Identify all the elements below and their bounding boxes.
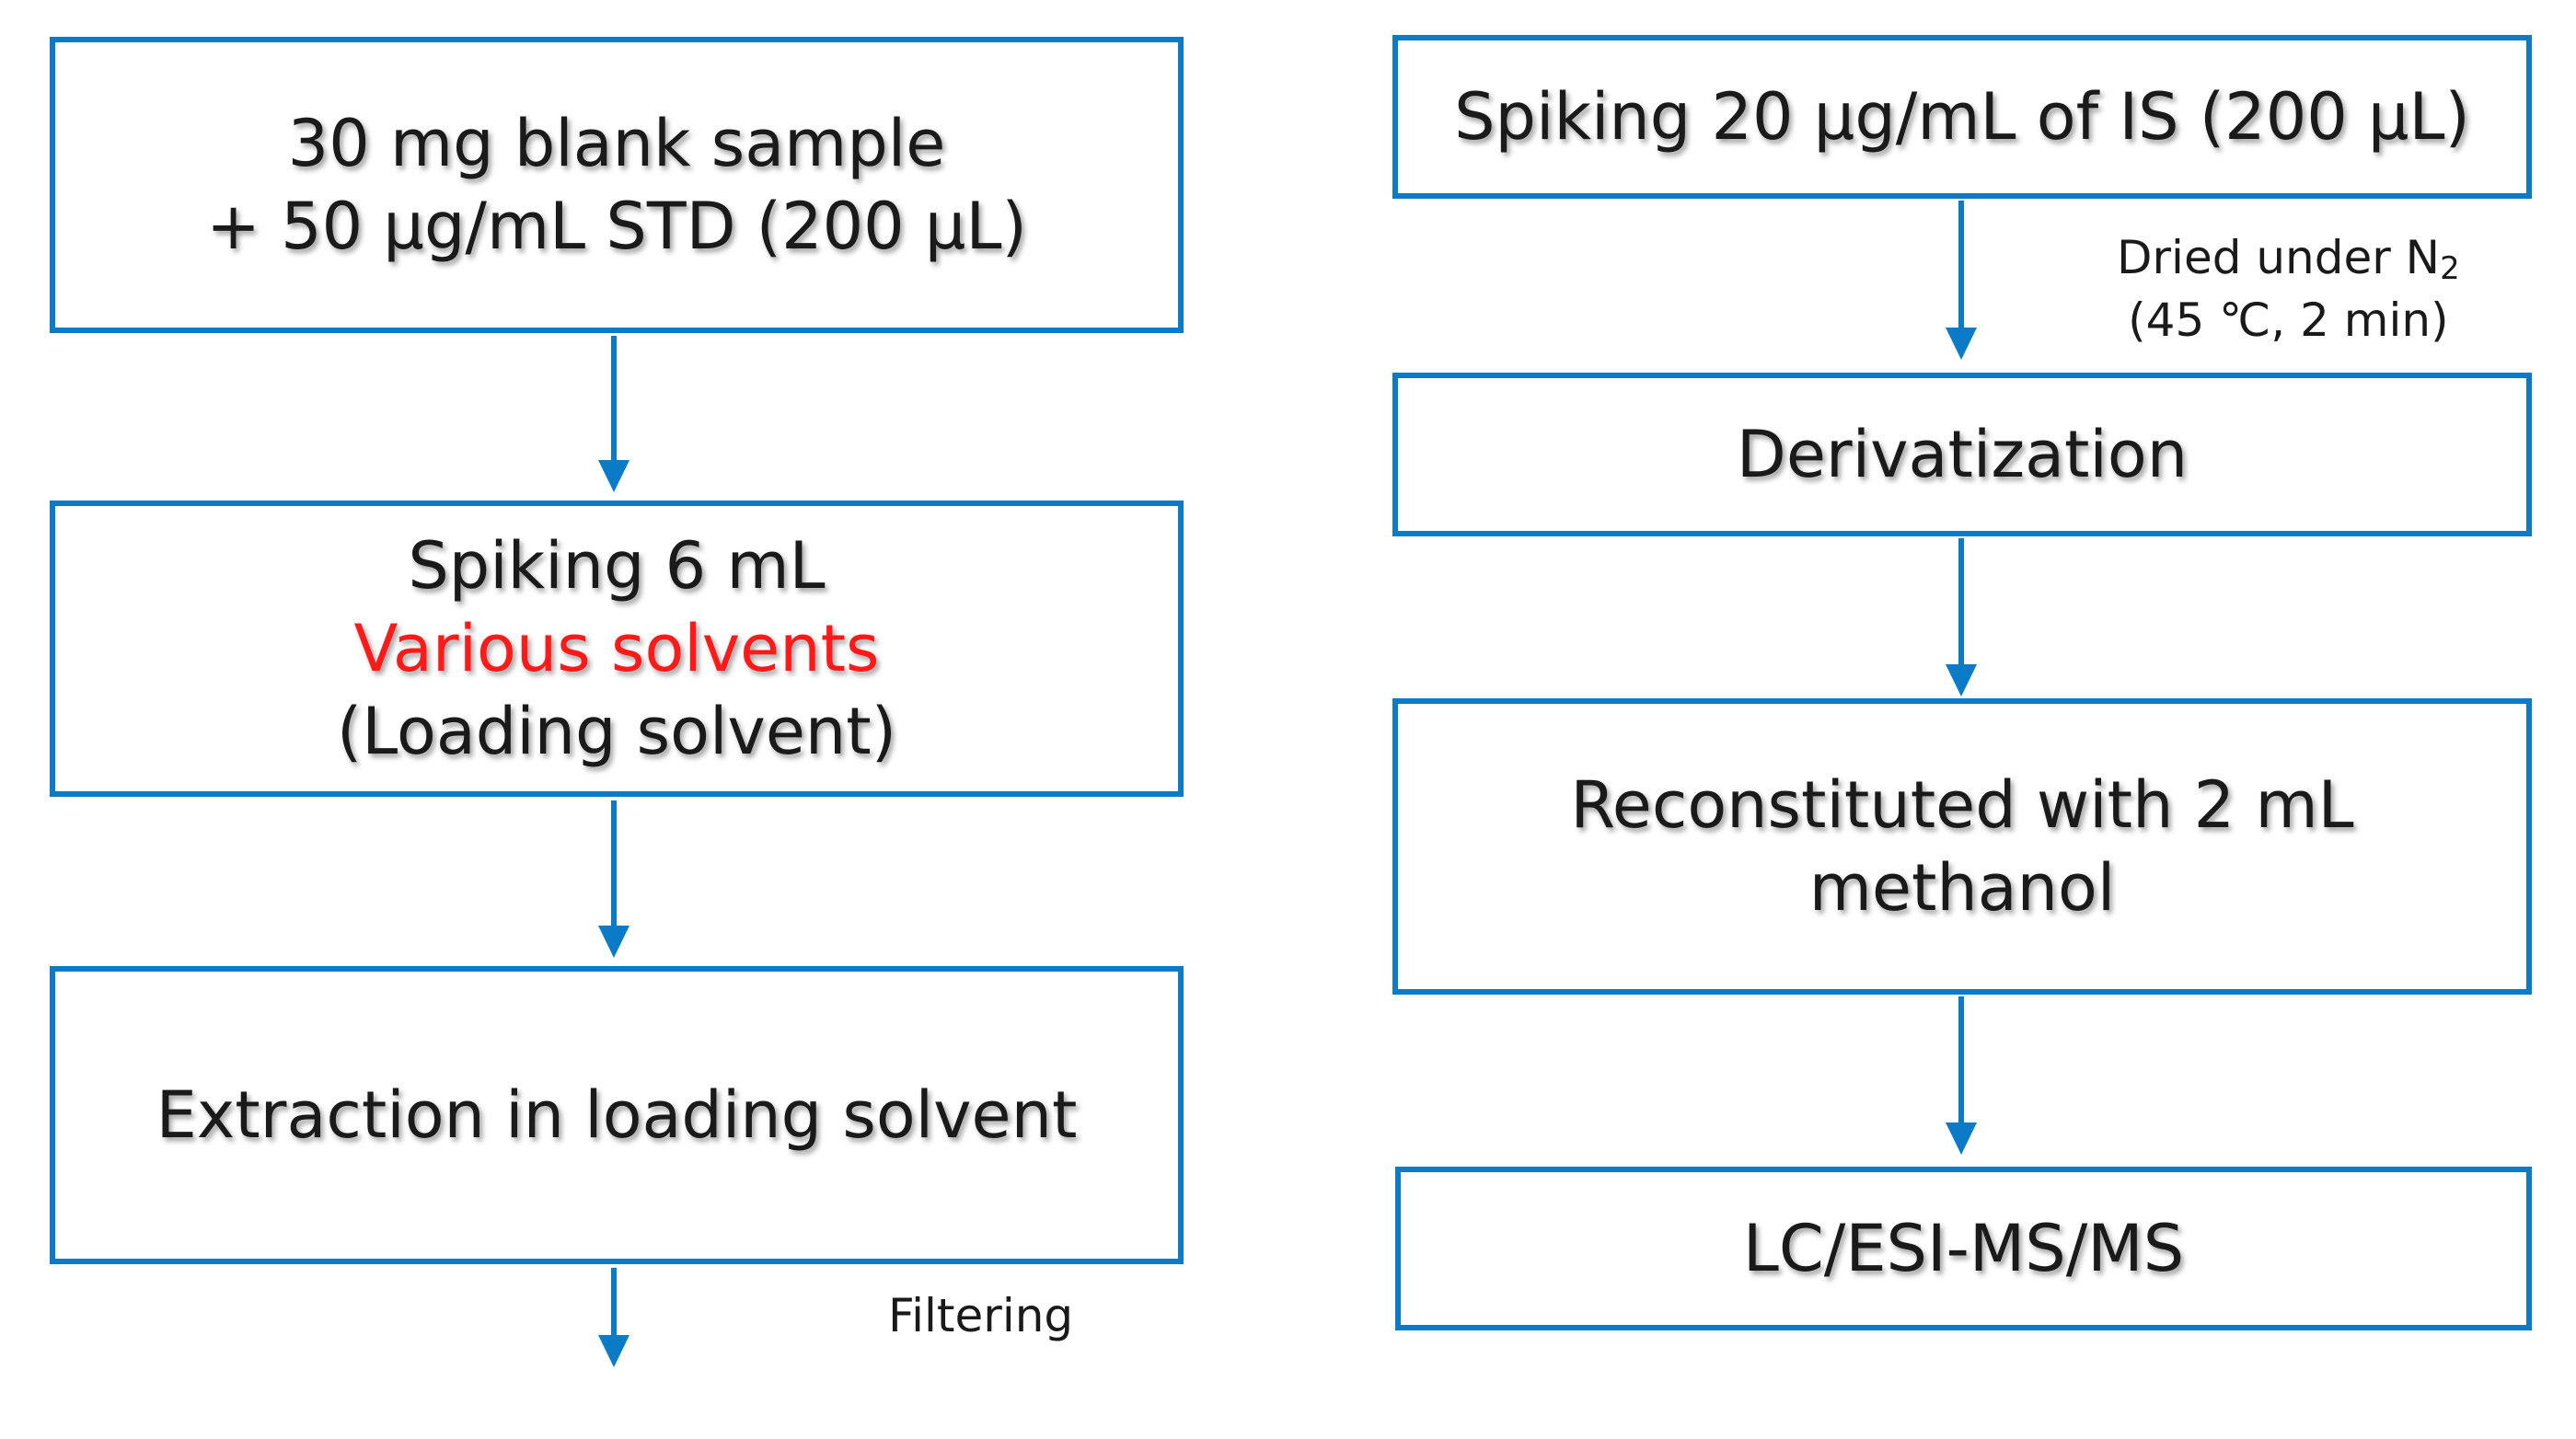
- right-step-spiking-is: Spiking 20 μg/mL of IS (200 μL): [1392, 35, 2532, 199]
- left-arrow-1: [598, 336, 630, 492]
- dried-note-line1: Dried under N2: [2117, 226, 2460, 289]
- filtering-note: Filtering: [888, 1289, 1074, 1342]
- dried-note: Dried under N2 (45 ℃, 2 min): [2117, 226, 2460, 351]
- right-step-reconstituted-line1: Reconstituted with 2 mL: [1570, 767, 2354, 843]
- left-step-sample: 30 mg blank sample + 50 μg/mL STD (200 μ…: [50, 37, 1184, 333]
- right-step-derivatization: Derivatization: [1392, 373, 2532, 536]
- dried-note-prefix: Dried under N: [2117, 231, 2441, 284]
- right-step-reconstituted-line2: methanol: [1808, 850, 2116, 926]
- right-step-reconstituted: Reconstituted with 2 mL methanol: [1392, 698, 2532, 995]
- right-step-lcms-line1: LC/ESI-MS/MS: [1742, 1211, 2185, 1286]
- left-step-spiking-line3: (Loading solvent): [336, 694, 897, 769]
- various-solvents-highlight: Various solvents: [353, 611, 880, 686]
- right-step-spiking-is-line1: Spiking 20 μg/mL of IS (200 μL): [1454, 79, 2470, 155]
- dried-note-line2: (45 ℃, 2 min): [2128, 294, 2449, 347]
- left-step-spiking-line1: Spiking 6 mL: [408, 528, 826, 604]
- right-step-derivatization-line1: Derivatization: [1736, 417, 2189, 492]
- left-step-sample-line2: + 50 μg/mL STD (200 μL): [206, 189, 1027, 264]
- right-step-lcms: LC/ESI-MS/MS: [1395, 1167, 2532, 1330]
- right-arrow-1: [1946, 201, 1977, 360]
- dried-note-subscript: 2: [2440, 250, 2460, 287]
- left-step-sample-line1: 30 mg blank sample: [287, 106, 946, 181]
- left-arrow-3: [598, 1268, 630, 1367]
- right-arrow-3: [1946, 996, 1977, 1155]
- left-step-spiking: Spiking 6 mL Various solvents (Loading s…: [50, 501, 1184, 797]
- left-arrow-2: [598, 800, 630, 958]
- left-step-extraction: Extraction in loading solvent: [50, 966, 1184, 1264]
- right-arrow-2: [1946, 538, 1977, 696]
- left-step-extraction-line1: Extraction in loading solvent: [156, 1077, 1078, 1153]
